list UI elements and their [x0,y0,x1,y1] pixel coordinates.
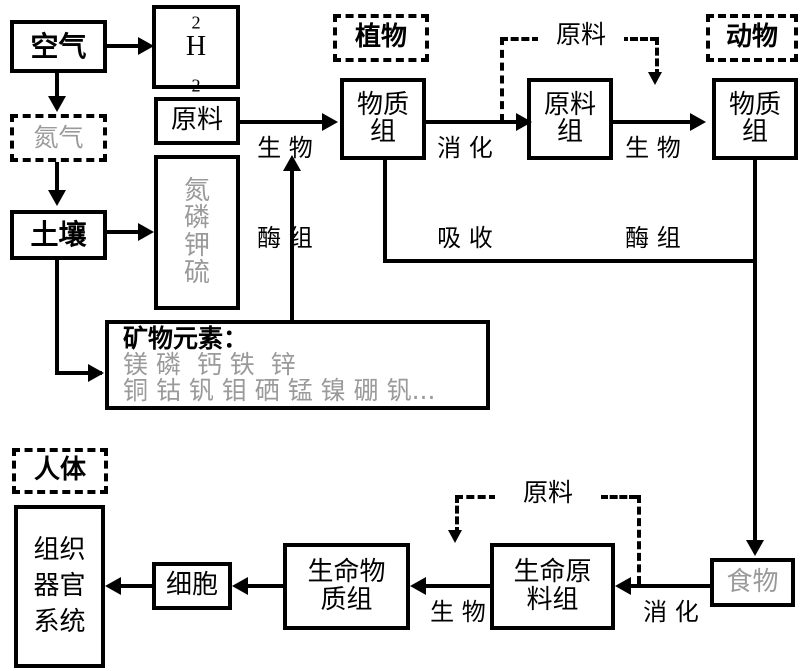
node-animal-raw-group-label: 原料 组 [543,89,596,147]
edge-soil-to-minerals-vert [55,260,59,373]
node-animal-substance-group-label: 物质 组 [728,89,781,147]
node-food-label: 食物 [726,566,779,597]
feedback-human-left-vert [455,495,459,535]
edge-nitrogen-to-soil [55,162,59,192]
node-mineral-elements-text: 矿物元素：镁 磷 钙 铁 锌 铜 钴 钒 钼 硒 锰 镍 硼 钒... [123,323,436,406]
edge-soil-to-npks [107,230,140,234]
feedback-animal-top-horz-right [620,37,658,41]
label-digest-absorb-human: 消 化 吸 收 [643,598,699,626]
node-mineral-elements: 矿物元素：镁 磷 钙 铁 锌 铜 钴 钒 钼 硒 锰 镍 硼 钒... [105,320,490,410]
edge-plant-down [383,160,387,262]
edge-lifesubstance-to-cell [248,584,283,588]
edge-animal-to-food [753,160,757,542]
arrowhead-lifesubstance-to-cell [232,577,248,595]
arrowhead-air-to-nitrogen [48,96,66,112]
edge-soil-to-minerals-horz [55,371,102,375]
node-raw-material-label: 原料 [170,105,223,136]
node-plant-substance-group: 物质 组 [340,78,426,160]
label-feedback-raw-animal: 原料 [538,22,624,47]
feedback-human-right-vert [637,495,641,584]
node-air: 空气 [10,20,107,73]
node-food: 食物 [710,558,795,607]
node-npks: 氮 磷 钾 硫 [154,155,240,310]
edge-cell-to-organs [121,584,152,588]
node-plant-substance-group-label: 物质 组 [356,89,409,147]
tag-human: 人体 [12,448,108,494]
arrowhead-animal-raw-to-substance [690,113,706,131]
tag-human-label: 人体 [33,455,86,486]
label-digest-absorb-plant: 消 化 吸 收 [437,134,493,252]
edge-minerals-to-plant-enzyme [290,168,294,320]
tag-animal: 动物 [706,14,798,62]
arrowhead-feedback-human [448,530,462,543]
edge-air-to-co2 [107,44,140,48]
minerals-line2: 铜 钴 钒 钼 硒 锰 镍 硼 钒... [123,376,436,406]
node-nitrogen-gas-label: 氮气 [33,122,84,152]
node-air-label: 空气 [30,29,87,63]
feedback-animal-top-horz-left [500,37,540,41]
co2-line: CO2 [191,12,201,33]
edge-air-to-nitrogen [55,73,59,98]
edge-plant-to-animal-bottom [383,259,755,263]
feedback-human-top-horz-left [455,495,497,499]
npks-n: 氮 [183,175,210,206]
node-life-substance-group-label: 生命物 质组 [307,557,386,615]
node-human-cell: 细胞 [152,562,232,610]
feedback-animal-left-vert [500,37,504,122]
tag-plant-label: 植物 [354,22,407,53]
node-npks-label: 氮 磷 钾 硫 [183,175,210,288]
arrowhead-nitrogen-to-soil [48,190,66,206]
npks-s: 硫 [183,257,210,288]
node-animal-raw-group: 原料 组 [527,78,613,160]
arrowhead-rawmaterial-to-plant [322,113,338,131]
arrowhead-animal-to-food [746,540,764,556]
npks-p: 磷 [183,203,210,234]
label-bio-enzyme-human: 生 物 酶 组 [430,598,486,626]
arrowhead-feedback-animal [648,72,662,85]
node-soil: 土壤 [10,210,107,260]
label-bio-enzyme-plant: 生 物 酶 组 [257,134,313,252]
arrowhead-plant-to-animal [516,113,532,131]
label-feedback-raw-human: 原料 [495,480,601,505]
tag-animal-label: 动物 [725,22,778,53]
node-human-organs-label: 组织 器官 系统 [33,534,86,638]
label-bio-enzyme-animal: 生 物 酶 组 [625,134,681,252]
edge-rawmaterial-to-plant [240,120,328,124]
node-life-raw-group-label: 生命原 料组 [513,557,592,615]
feedback-animal-right-vert [655,37,659,77]
node-co2-h2o: CO2 H2O [152,5,240,125]
node-human-cell-label: 细胞 [165,570,218,601]
arrowhead-minerals-to-plant-enzyme [283,155,301,171]
tag-plant: 植物 [333,14,429,62]
edge-plant-to-animal [426,120,524,124]
node-animal-substance-group: 物质 组 [712,78,798,160]
node-human-organs: 组织 器官 系统 [14,505,105,668]
npks-k: 钾 [183,230,210,261]
arrowhead-cell-to-organs [105,577,121,595]
feedback-human-top-horz-right [600,495,637,499]
node-soil-label: 土壤 [30,218,87,252]
arrowhead-liferaw-to-lifesubstance [410,577,426,595]
arrowhead-food-to-liferaw [615,577,631,595]
edge-food-to-liferaw [631,584,710,588]
node-life-raw-group: 生命原 料组 [490,543,615,630]
arrowhead-soil-to-npks [138,223,154,241]
node-life-substance-group: 生命物 质组 [283,543,410,630]
arrowhead-air-to-co2 [138,37,154,55]
node-raw-material: 原料 [154,97,240,145]
minerals-line1: 矿物元素：镁 磷 钙 铁 锌 [123,323,296,379]
edge-animal-raw-to-substance [613,120,698,124]
node-nitrogen-gas: 氮气 [10,114,107,162]
edge-liferaw-to-lifesubstance [426,584,490,588]
arrowhead-soil-to-minerals [88,364,104,382]
